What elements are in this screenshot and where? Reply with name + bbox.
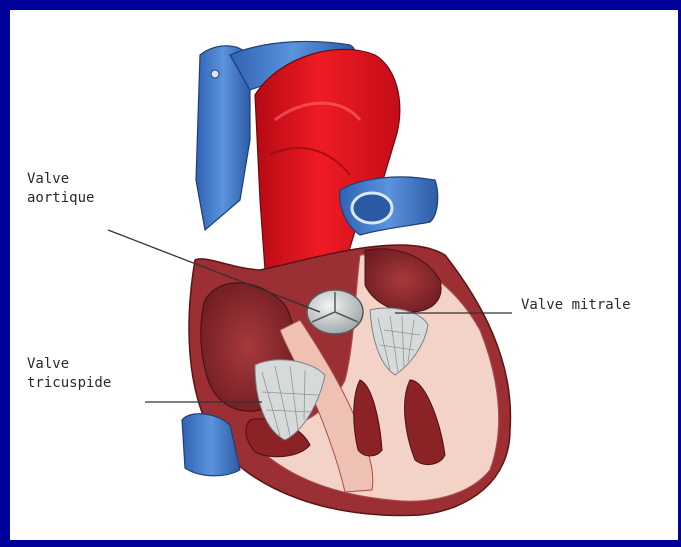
label-aortique-line1: Valve xyxy=(27,170,94,189)
label-mitrale-text: Valve mitrale xyxy=(521,296,631,315)
vessel-opening xyxy=(211,70,219,78)
pulmonary-opening xyxy=(352,193,392,223)
label-aortique-line2: aortique xyxy=(27,189,94,208)
aortic-valve xyxy=(307,290,363,334)
label-tricuspide-line1: Valve xyxy=(27,355,111,374)
label-valve-aortique: Valve aortique xyxy=(27,170,94,208)
label-valve-tricuspide: Valve tricuspide xyxy=(27,355,111,393)
label-valve-mitrale: Valve mitrale xyxy=(521,296,631,315)
label-tricuspide-line2: tricuspide xyxy=(27,374,111,393)
